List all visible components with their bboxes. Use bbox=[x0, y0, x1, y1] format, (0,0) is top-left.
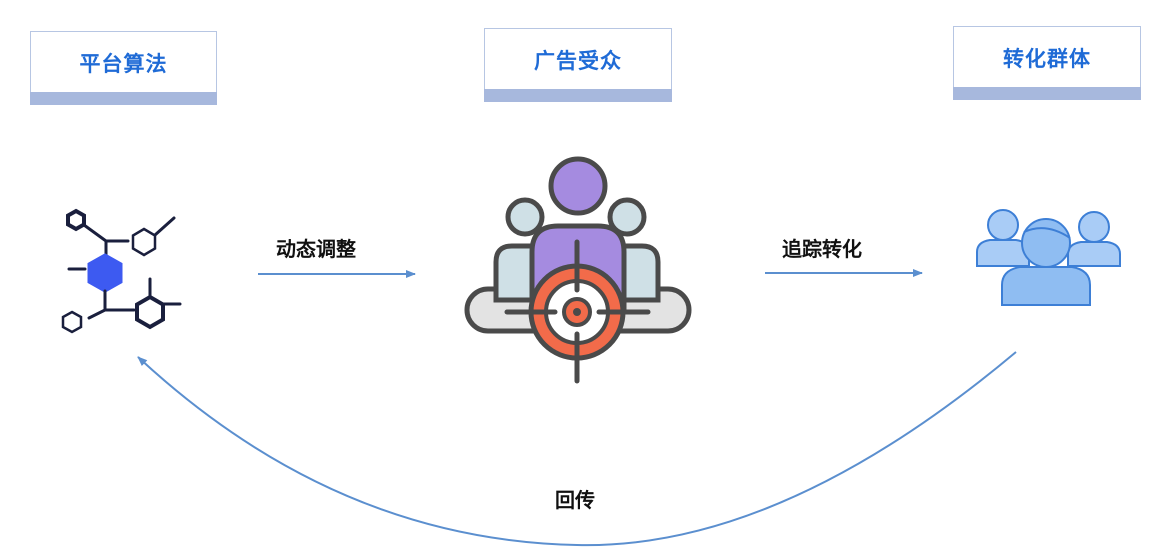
audience-target-icon bbox=[464, 156, 692, 384]
feedback-edge-label: 回传 bbox=[555, 488, 595, 512]
algorithm-label: 平台算法 bbox=[79, 51, 168, 76]
audience-label: 广告受众 bbox=[534, 48, 622, 73]
converted-label-bar bbox=[953, 87, 1141, 100]
converted-label: 转化群体 bbox=[1003, 46, 1091, 71]
adjust-edge-label: 动态调整 bbox=[276, 237, 356, 261]
track-edge-label: 追踪转化 bbox=[782, 237, 862, 261]
converted-label-box: 转化群体 bbox=[953, 26, 1141, 100]
audience-label-bar bbox=[484, 89, 672, 102]
audience-label-box: 广告受众 bbox=[484, 28, 672, 102]
molecule-icon bbox=[61, 208, 182, 334]
feedback-arrow bbox=[137, 351, 1017, 547]
algorithm-label-bar bbox=[30, 92, 217, 105]
converted-group-icon bbox=[976, 209, 1121, 306]
algorithm-label-box: 平台算法 bbox=[30, 31, 217, 105]
